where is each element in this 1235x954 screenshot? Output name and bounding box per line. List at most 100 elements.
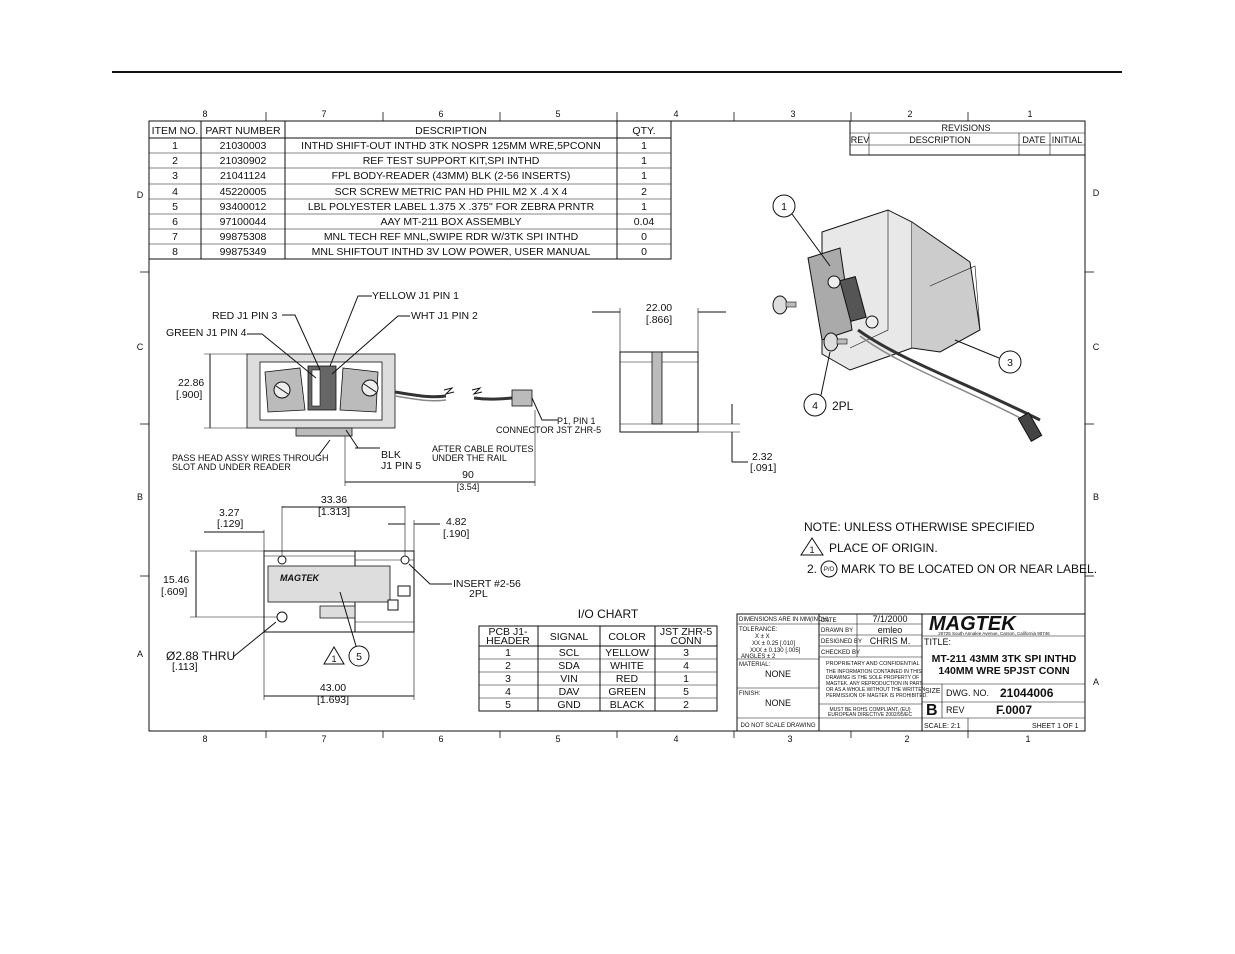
bom-cell: 1 [641, 201, 647, 213]
bom-cell: 45220005 [220, 186, 267, 198]
tb-prop-l3: MAGTEK. ANY REPRODUCTION IN PART [826, 681, 922, 687]
zone-col-top-5: 5 [555, 109, 560, 119]
tb-size: B [926, 702, 938, 719]
label-red-j1-pin3: RED J1 PIN 3 [212, 310, 278, 322]
io-header-color: COLOR [608, 631, 646, 643]
iso-2pl-label: 2PL [832, 399, 854, 413]
zone-row-right-C: C [1093, 342, 1100, 352]
zone-col-bot-4: 4 [673, 734, 678, 744]
insert-callout-1: INSERT #2-56 [453, 578, 521, 590]
iso-connector [1017, 412, 1043, 442]
bom-cell: MNL TECH REF MNL,SWIPE RDR W/3TK SPI INT… [324, 231, 579, 243]
io-header-jst-1: JST ZHR-5 [660, 626, 712, 638]
tb-drawn-label: DRAWN BY [821, 628, 853, 634]
note-2-symbol [820, 560, 838, 578]
bom-header-qty: QTY. [632, 125, 655, 137]
zone-col-top-2: 2 [907, 109, 912, 119]
zone-col-bot-8: 8 [202, 734, 207, 744]
io-cell: SDA [558, 660, 580, 672]
tb-rohs-l1: MUST BE ROHS COMPLIANT, (EU) [829, 707, 910, 713]
bom-cell: 4 [172, 186, 178, 198]
bom-cell: 97100044 [220, 216, 267, 228]
hole-top-left [277, 555, 287, 565]
hole-callout-1: Ø2.88 THRU [166, 649, 235, 663]
cable-break-1 [443, 387, 455, 395]
revisions-table: REVISIONS REV DESCRIPTION DATE INITIAL [849, 120, 1086, 156]
tb-material: NONE [765, 669, 791, 679]
io-cell: DAV [559, 686, 580, 698]
io-cell: WHITE [610, 660, 644, 672]
io-cell: 3 [683, 647, 689, 659]
bom-cell: AAY MT-211 BOX ASSEMBLY [380, 216, 521, 228]
tb-designed-label: DESIGNED BY [821, 639, 862, 645]
zone-col-top-6: 6 [438, 109, 443, 119]
tb-sheet: SHEET 1 OF 1 [1032, 723, 1079, 730]
dim-c-mm: 4.82 [446, 516, 467, 528]
connector-label-1: P1, PIN 1 [557, 416, 596, 426]
io-cell: 1 [505, 647, 511, 659]
iso-head-plate [807, 247, 853, 341]
balloon-1-text: 1 [781, 201, 787, 213]
blk-label-1: BLK [381, 449, 401, 461]
tb-title-label: TITLE: [924, 637, 951, 647]
io-chart-title: I/O CHART [578, 607, 639, 621]
label-green-j1-pin4: GREEN J1 PIN 4 [166, 327, 247, 339]
bom-cell: 21030003 [220, 140, 267, 152]
zone-col-top-3: 3 [790, 109, 795, 119]
balloon-5-text: 5 [356, 651, 362, 663]
tb-rohs-l2: EUROPEAN DIRECTIVE 2002/95/EC [828, 712, 912, 718]
tb-company-logo: MAGTEK [929, 613, 1017, 635]
iso-rail [911, 221, 981, 353]
cable-front [394, 390, 447, 399]
bom-cell: 2 [172, 155, 178, 167]
tb-prop-l2: DRAWING IS THE SOLE PROPERTY OF [826, 675, 919, 681]
pass-head-note-1: PASS HEAD ASSY WIRES THROUGH [172, 453, 329, 463]
rev-header-desc: DESCRIPTION [909, 135, 971, 145]
bom-cell: 1 [172, 140, 178, 152]
io-header-jst-2: CONN [671, 635, 702, 647]
tb-tolerance-label: TOLERANCE: [739, 627, 778, 633]
hole-bottom-left [276, 611, 288, 623]
bom-cell: 0 [641, 246, 647, 258]
tb-do-not-scale: DO NOT SCALE DRAWING [740, 723, 815, 729]
zone-row-left-C: C [137, 342, 144, 352]
io-cell: 2 [505, 660, 511, 672]
zone-row-left-D: D [137, 190, 144, 200]
tb-tol-xxx: XXX ± 0.130 [.005] [750, 648, 801, 654]
tb-tol-x: X ± X [755, 634, 770, 640]
title-block: DIMENSIONS ARE IN MM(INCH) TOLERANCE: X … [736, 613, 1086, 732]
tb-prop-l1: THE INFORMATION CONTAINED IN THIS [826, 669, 922, 675]
notes-header: NOTE: UNLESS OTHERWISE SPECIFIED [804, 520, 1035, 534]
connector-label-2: CONNECTOR JST ZHR-5 [496, 425, 601, 435]
dim-a-mm: 3.27 [219, 507, 240, 519]
tb-drawn: emleo [878, 625, 903, 635]
note-2-prefix: 2. [807, 562, 817, 576]
tb-scale: SCALE: 2:1 [924, 723, 961, 730]
cable-break-2 [471, 387, 483, 395]
iso-pcb [839, 276, 867, 322]
tb-prop-l4: OR AS A WHOLE WITHOUT THE WRITTEN [826, 687, 926, 693]
zone-row-right-B: B [1093, 492, 1099, 502]
bom-cell: 99875349 [220, 246, 267, 258]
io-cell: BLACK [610, 699, 644, 711]
tb-dwg-no: 21044006 [1000, 686, 1054, 700]
reader-base-front [295, 427, 353, 437]
balloon-4 [803, 393, 827, 417]
note-1-number: 1 [809, 545, 814, 555]
tb-dwg-label: DWG. NO. [946, 688, 989, 698]
isometric-view: 1 3 4 2PL [772, 194, 1043, 442]
bom-table: ITEM NO. PART NUMBER DESCRIPTION QTY. 1 … [148, 120, 672, 260]
balloon-1 [772, 194, 796, 218]
bom-cell: 21030902 [220, 155, 267, 167]
tb-size-label: SIZE [925, 688, 941, 695]
pass-head-note-2: SLOT AND UNDER READER [172, 462, 291, 472]
cable-front-end [473, 396, 513, 401]
io-cell: 2 [683, 699, 689, 711]
zone-col-top-8: 8 [202, 109, 207, 119]
zone-col-top-7: 7 [321, 109, 326, 119]
balloon-5 [348, 645, 370, 667]
insert-right [400, 555, 410, 565]
iso-cable [857, 328, 1041, 422]
tb-date-label: DATE [821, 618, 837, 624]
